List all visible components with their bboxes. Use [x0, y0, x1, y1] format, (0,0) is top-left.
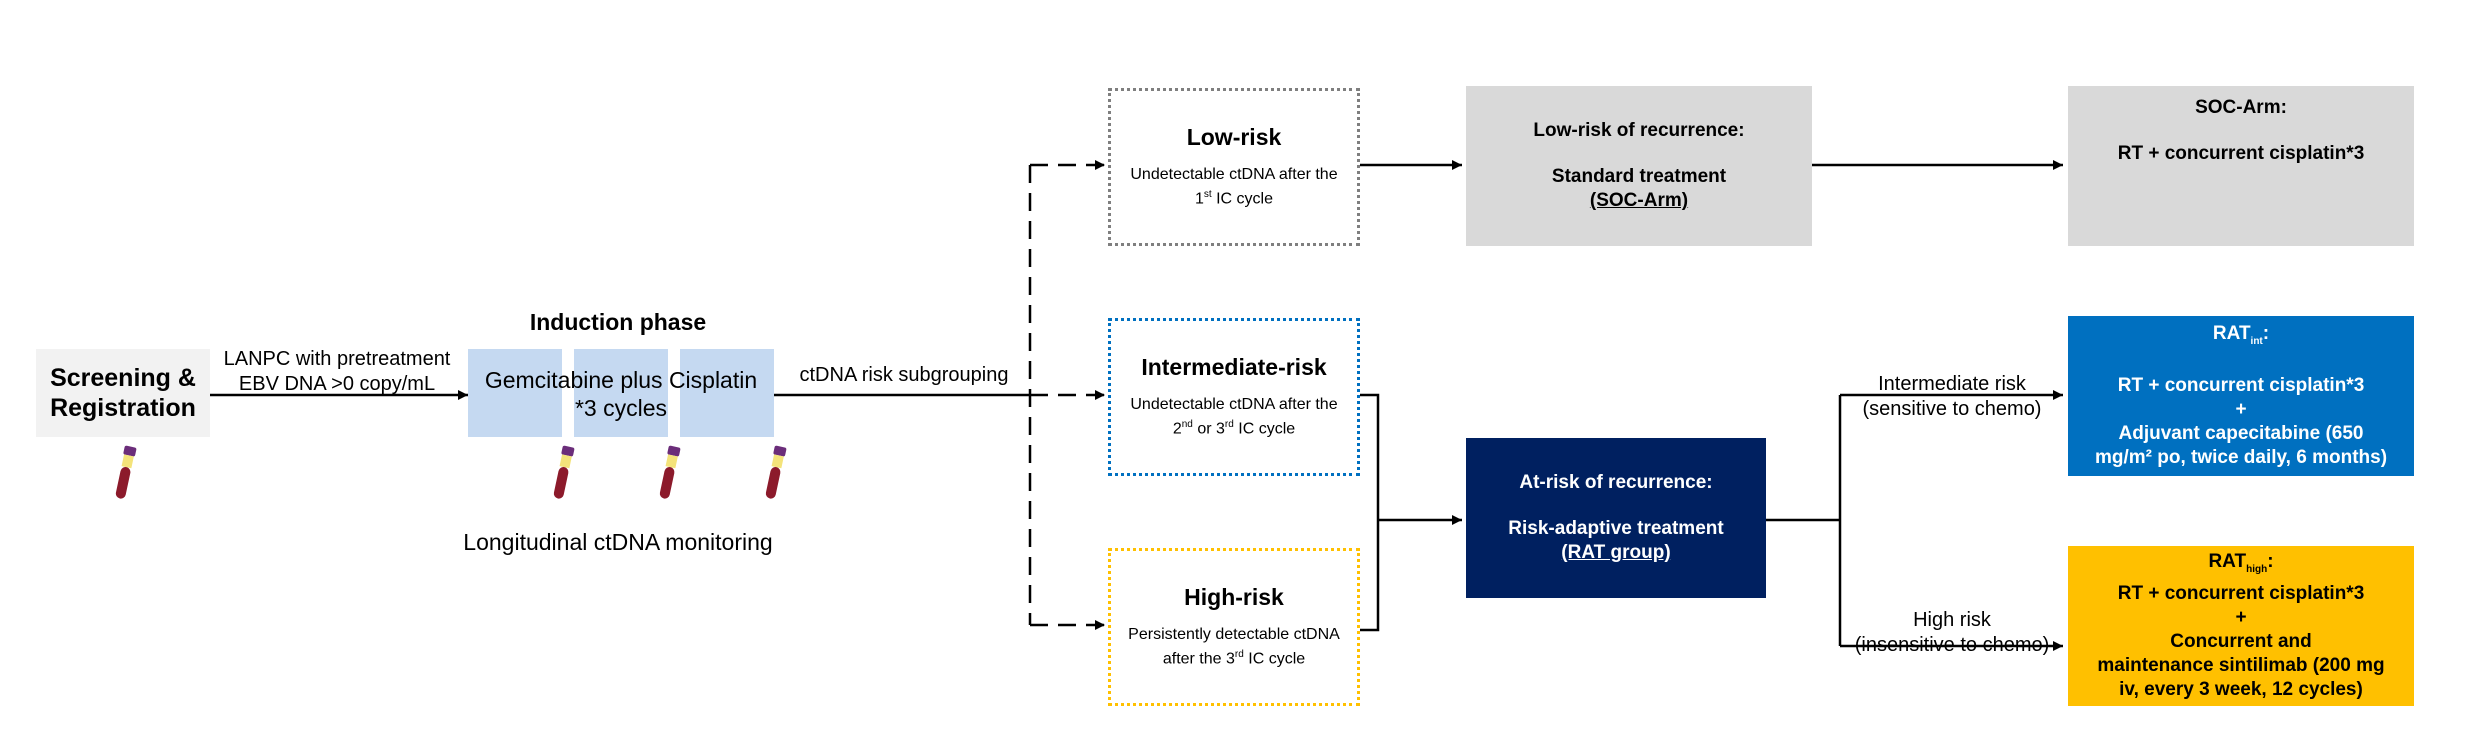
low-risk-title: Low-risk — [1186, 124, 1282, 151]
induction-box-cycles — [574, 349, 668, 437]
intermediate-risk-desc: Undetectable ctDNA after the 2nd or 3rd … — [1130, 395, 1337, 439]
high-risk-desc-post: IC cycle — [1243, 650, 1306, 668]
induction-title: Induction phase — [529, 309, 707, 335]
monitoring-label: Longitudinal ctDNA monitoring — [463, 529, 773, 555]
subgrouping-label: ctDNA risk subgrouping — [799, 364, 1009, 386]
intermediate-risk-desc-post: IC cycle — [1233, 420, 1296, 438]
blood-tube-icon — [765, 445, 787, 499]
rat-high-box: RAThigh: RT + concurrent cisplatin*3 + C… — [2068, 546, 2414, 706]
low-recurrence-box: Low-risk of recurrence: Standard treatme… — [1466, 86, 1812, 246]
eligibility-label: LANPC with pretreatment EBV DNA >0 copy/… — [212, 347, 462, 397]
intermediate-risk-desc-b-sup: rd — [1224, 419, 1234, 431]
low-risk-desc: Undetectable ctDNA after the 1st IC cycl… — [1130, 165, 1337, 209]
branch-intermediate-line1: Intermediate risk — [1878, 373, 2026, 395]
high-risk-title: High-risk — [1184, 584, 1284, 611]
rat-high-title-main: RAT — [2208, 551, 2247, 573]
low-risk-desc-sup: st — [1203, 189, 1212, 201]
rat-int-title-sub: int — [2250, 335, 2263, 347]
at-risk-line3: (RAT group) — [1561, 542, 1671, 563]
induction-text-gemcitabine: Gemcitabine plus — [484, 367, 663, 393]
low-risk-desc-post: IC cycle — [1211, 190, 1273, 208]
screening-box: Screening & Registration — [36, 349, 210, 437]
high-risk-box: High-risk Persistently detectable ctDNA … — [1108, 548, 1360, 706]
soc-arm-box: SOC-Arm: RT + concurrent cisplatin*3 — [2068, 86, 2414, 246]
intermediate-risk-desc-line1: Undetectable ctDNA after the — [1130, 396, 1338, 414]
merge-line-high — [1360, 520, 1380, 632]
eligibility-line2: EBV DNA >0 copy/mL — [238, 373, 436, 395]
soc-arm-title: SOC-Arm: — [2195, 97, 2287, 118]
induction-text-cycles: *3 cycles — [574, 395, 668, 421]
low-risk-desc-ordinal: 1 — [1194, 190, 1204, 208]
at-risk-box: At-risk of recurrence: Risk-adaptive tre… — [1466, 438, 1766, 598]
blood-tube-icon — [553, 445, 575, 499]
rat-high-line5: iv, every 3 week, 12 cycles) — [2119, 678, 2363, 700]
rat-high-line2: RT + concurrent cisplatin*3 — [2117, 582, 2365, 604]
rat-high-line3: Concurrent and — [2170, 630, 2312, 652]
intermediate-risk-box: Intermediate-risk Undetectable ctDNA aft… — [1108, 318, 1360, 476]
induction-box-cisplatin — [680, 349, 774, 437]
rat-high-plus: + — [2235, 606, 2247, 628]
rat-int-line4: mg/m² po, twice daily, 6 months) — [2094, 446, 2388, 468]
rat-high-title: RAThigh: — [2208, 551, 2274, 575]
rat-int-plus: + — [2235, 398, 2247, 420]
rat-high-title-sub: high — [2246, 563, 2268, 575]
induction-text-row: Gemcitabine plus Cisplatin *3 cycles — [468, 366, 774, 422]
high-risk-desc-line1: Persistently detectable ctDNA — [1128, 626, 1340, 644]
high-risk-desc-sup: rd — [1234, 649, 1244, 661]
intermediate-risk-desc-mid: or 3 — [1192, 420, 1225, 438]
low-risk-box: Low-risk Undetectable ctDNA after the 1s… — [1108, 88, 1360, 246]
rat-int-box: RATint: RT + concurrent cisplatin*3 + Ad… — [2068, 316, 2414, 476]
branch-high-line2: (insensitive to chemo) — [1854, 634, 2050, 656]
blood-tube-icon — [659, 445, 681, 499]
eligibility-line1: LANPC with pretreatment — [223, 348, 451, 370]
branch-intermediate-line2: (sensitive to chemo) — [1862, 398, 2042, 420]
intermediate-risk-desc-a: 2 — [1172, 420, 1182, 438]
at-risk-line2: Risk-adaptive treatment — [1508, 518, 1724, 539]
rat-int-title: RATint: — [2212, 323, 2270, 347]
induction-text-cisplatin: Cisplatin — [668, 367, 758, 393]
rat-int-title-main: RAT — [2212, 323, 2251, 345]
merge-line-intermediate — [1360, 393, 1380, 520]
low-recurrence-line2: Standard treatment — [1551, 166, 1727, 187]
blood-tube-icon — [115, 445, 137, 499]
high-risk-desc: Persistently detectable ctDNA after the … — [1128, 625, 1340, 669]
induction-box-gemcitabine — [468, 349, 562, 437]
screening-line2: Registration — [50, 394, 196, 422]
intermediate-risk-desc-a-sup: nd — [1181, 419, 1193, 431]
branch-high-line1: High risk — [1913, 609, 1991, 631]
screening-line1: Screening & — [50, 364, 196, 392]
branch-high-label: High risk (insensitive to chemo) — [1846, 608, 2058, 658]
rat-high-line4: maintenance sintilimab (200 mg — [2097, 654, 2385, 676]
low-recurrence-title: Low-risk of recurrence: — [1533, 120, 1745, 141]
soc-arm-line2: RT + concurrent cisplatin*3 — [2117, 143, 2365, 164]
high-risk-desc-pre: after the 3 — [1162, 650, 1235, 668]
low-risk-desc-line1: Undetectable ctDNA after the — [1130, 166, 1338, 184]
low-recurrence-line3: (SOC-Arm) — [1589, 190, 1689, 211]
rat-int-line3: Adjuvant capecitabine (650 — [2118, 422, 2364, 444]
branch-intermediate-label: Intermediate risk (sensitive to chemo) — [1846, 372, 2058, 422]
intermediate-risk-title: Intermediate-risk — [1141, 354, 1327, 381]
at-risk-title: At-risk of recurrence: — [1519, 472, 1713, 493]
rat-int-line2: RT + concurrent cisplatin*3 — [2117, 374, 2365, 396]
